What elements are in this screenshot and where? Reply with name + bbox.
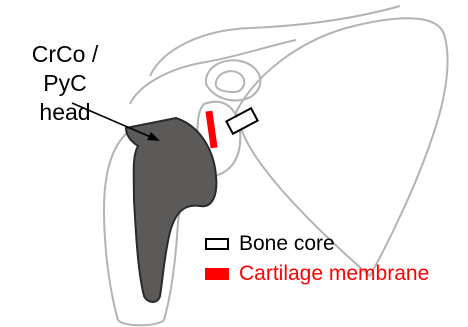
legend-item-cartilage-membrane: Cartilage membrane bbox=[205, 261, 429, 287]
coracoid-outline bbox=[206, 60, 261, 100]
callout-line-1: CrCo / PyC bbox=[10, 40, 120, 98]
bone-core-legend-label: Bone core bbox=[239, 232, 335, 256]
callout-line-2: head bbox=[10, 98, 120, 127]
cartilage-membrane-swatch bbox=[205, 268, 229, 280]
implant-callout-label: CrCo / PyC head bbox=[10, 40, 120, 127]
cartilage-membrane-legend-label: Cartilage membrane bbox=[239, 262, 429, 286]
acromion-inner-outline bbox=[130, 40, 296, 104]
cartilage-membrane-marker bbox=[205, 111, 217, 149]
bone-core-swatch bbox=[205, 238, 229, 250]
legend-item-bone-core: Bone core bbox=[205, 231, 335, 257]
implant-head bbox=[126, 118, 216, 302]
coracoid-ring-outline bbox=[216, 71, 245, 92]
bone-core-marker bbox=[226, 108, 257, 134]
